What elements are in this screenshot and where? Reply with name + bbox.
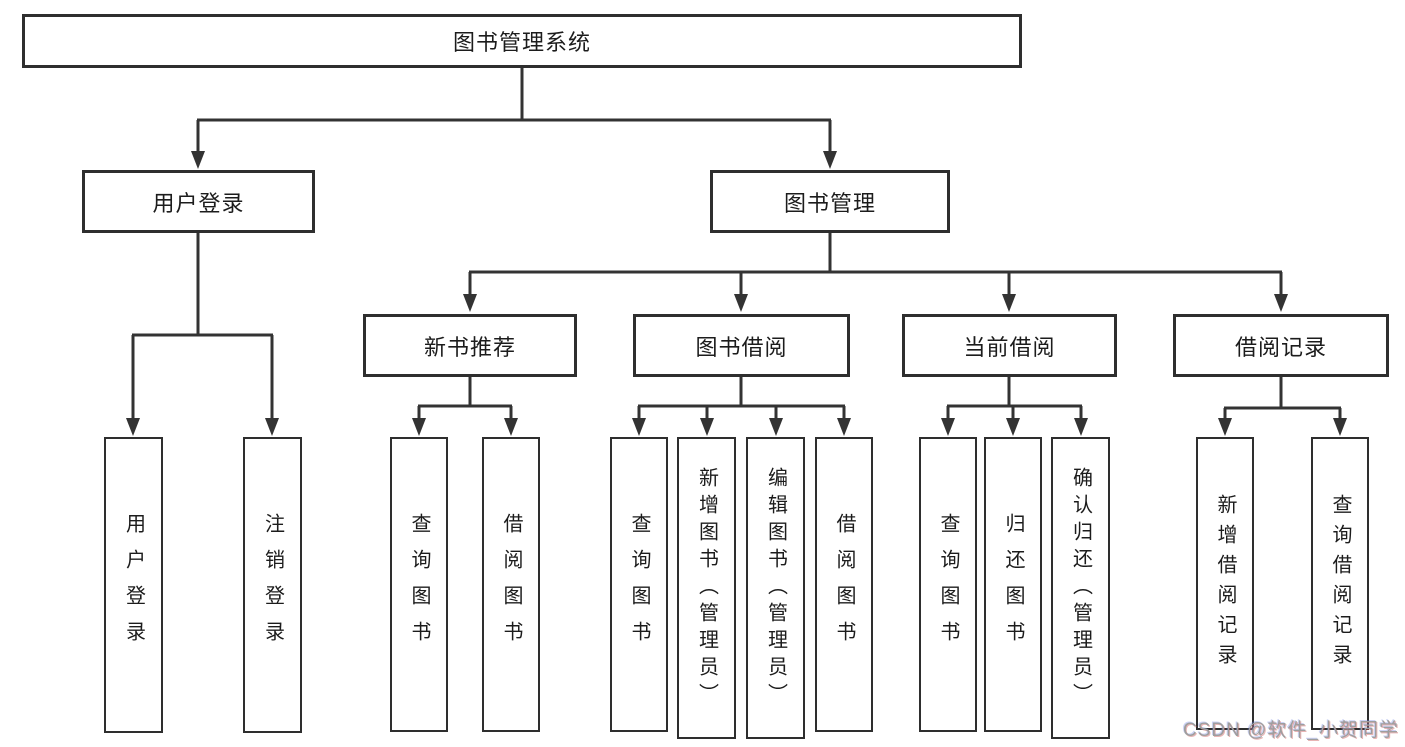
leaf-borrow-books-recommend: 借阅图书 xyxy=(482,437,540,732)
node-root-label: 图书管理系统 xyxy=(452,30,591,55)
leaf-borrow-books-label: 借阅图书 xyxy=(833,512,855,657)
leaf-borrow-books-recommend-label: 借阅图书 xyxy=(500,512,522,657)
leaf-edit-books-admin: 编辑图书（管理员） xyxy=(746,437,805,739)
node-current-borrow-label: 当前借阅 xyxy=(963,334,1056,360)
leaf-query-books-borrow: 查询图书 xyxy=(610,437,668,732)
leaf-return-books-label: 归还图书 xyxy=(1002,512,1024,657)
leaf-query-borrow-record-label: 查询借阅记录 xyxy=(1329,493,1351,674)
arrowhead-group xyxy=(126,151,1347,436)
node-borrow-records-label: 借阅记录 xyxy=(1234,334,1327,360)
leaf-query-books-current: 查询图书 xyxy=(919,437,977,732)
leaf-edit-books-admin-label: 编辑图书（管理员） xyxy=(764,466,787,710)
watermark-text: CSDN @软件_小贺同学 xyxy=(1183,720,1399,741)
leaf-borrow-books: 借阅图书 xyxy=(815,437,873,732)
leaf-add-borrow-record-label: 新增借阅记录 xyxy=(1214,493,1236,674)
node-book-management-label: 图书管理 xyxy=(783,190,876,216)
leaf-user-login-label: 用户登录 xyxy=(122,513,145,657)
leaf-logout-label: 注销登录 xyxy=(261,513,284,657)
leaf-query-books-recommend: 查询图书 xyxy=(390,437,448,732)
leaf-add-borrow-record: 新增借阅记录 xyxy=(1196,437,1254,730)
node-user-login: 用户登录 xyxy=(82,170,315,233)
node-new-book-recommend: 新书推荐 xyxy=(363,314,577,377)
leaf-query-borrow-record: 查询借阅记录 xyxy=(1311,437,1369,730)
node-book-management: 图书管理 xyxy=(710,170,950,233)
leaf-query-books-recommend-label: 查询图书 xyxy=(408,512,430,657)
leaf-logout: 注销登录 xyxy=(243,437,302,733)
node-user-login-label: 用户登录 xyxy=(152,190,245,216)
node-new-book-recommend-label: 新书推荐 xyxy=(423,334,516,360)
leaf-return-books: 归还图书 xyxy=(984,437,1042,732)
leaf-add-books-admin-label: 新增图书（管理员） xyxy=(695,466,718,710)
node-book-borrow-label: 图书借阅 xyxy=(695,334,788,360)
leaf-query-books-current-label: 查询图书 xyxy=(937,512,959,657)
node-root-system: 图书管理系统 xyxy=(22,14,1022,68)
leaf-user-login: 用户登录 xyxy=(104,437,163,733)
node-current-borrow: 当前借阅 xyxy=(902,314,1117,377)
node-book-borrow: 图书借阅 xyxy=(633,314,850,377)
node-borrow-records: 借阅记录 xyxy=(1173,314,1389,377)
leaf-add-books-admin: 新增图书（管理员） xyxy=(677,437,736,739)
leaf-confirm-return-admin: 确认归还（管理员） xyxy=(1051,437,1110,739)
leaf-confirm-return-admin-label: 确认归还（管理员） xyxy=(1069,466,1092,710)
leaf-query-books-borrow-label: 查询图书 xyxy=(628,512,650,657)
